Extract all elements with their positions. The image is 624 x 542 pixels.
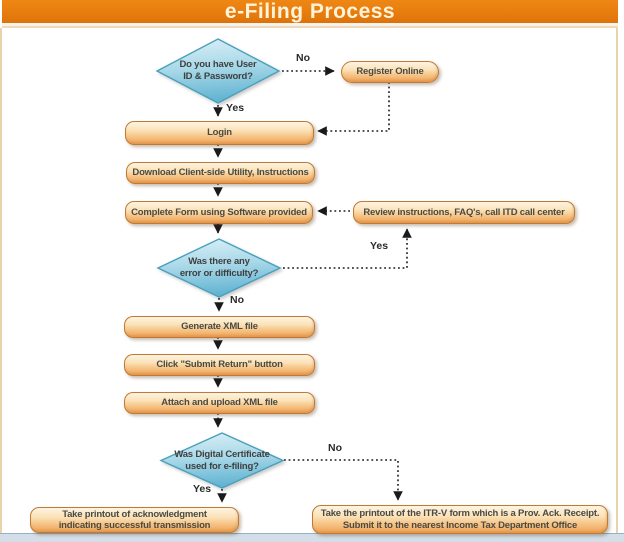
process-submit-return: Click "Submit Return" button bbox=[124, 354, 315, 376]
decision-error: Was there any error or difficulty? bbox=[179, 256, 259, 279]
decision-certificate-shape bbox=[159, 432, 285, 489]
edge-label-yes-review: Yes bbox=[370, 240, 389, 252]
process-register-online: Register Online bbox=[341, 61, 439, 83]
edge-label-yes-login: Yes bbox=[226, 102, 245, 114]
edge-no-to-itrv bbox=[284, 459, 403, 501]
bottom-strip bbox=[0, 533, 624, 542]
process-itrv-printout: Take the printout of the ITR-V form whic… bbox=[312, 505, 608, 534]
edge-label-no-itrv: No bbox=[328, 442, 342, 454]
decision-certificate: Was Digital Certificate used for e-filin… bbox=[174, 449, 270, 472]
edge-label-yes-ack: Yes bbox=[193, 483, 212, 495]
process-download-utility: Download Client-side Utility, Instructio… bbox=[126, 162, 315, 184]
page-title: e-Filing Process bbox=[224, 0, 396, 23]
edge-label-no-generate: No bbox=[230, 294, 244, 306]
process-generate-xml: Generate XML file bbox=[124, 316, 315, 338]
process-complete-form: Complete Form using Software provided bbox=[125, 201, 313, 224]
left-border bbox=[0, 28, 2, 533]
header-divider-tan bbox=[2, 26, 618, 28]
header-divider-light bbox=[2, 23, 618, 26]
edge-yes-to-review bbox=[283, 228, 412, 269]
header-bar: e-Filing Process bbox=[2, 0, 618, 23]
edge-register-to-login bbox=[317, 82, 390, 136]
decision-error-shape bbox=[156, 238, 282, 298]
process-attach-upload: Attach and upload XML file bbox=[124, 392, 315, 414]
right-border bbox=[616, 28, 618, 533]
decision-user-id: Do you have User ID & Password? bbox=[179, 59, 257, 82]
edge-label-no-register: No bbox=[296, 52, 310, 64]
process-login: Login bbox=[125, 121, 314, 145]
process-review-instructions: Review instructions, FAQ's, call ITD cal… bbox=[353, 201, 575, 224]
decision-user-id-shape bbox=[155, 38, 281, 104]
process-ack-printout: Take printout of acknowledgment indicati… bbox=[30, 507, 239, 533]
